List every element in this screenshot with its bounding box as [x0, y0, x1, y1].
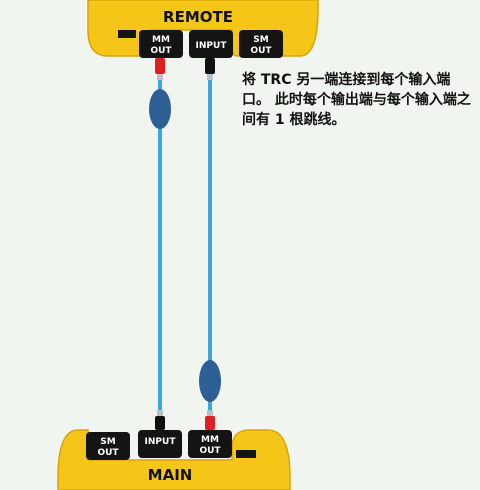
main-unit-body	[57, 429, 291, 490]
remote-unit-label: REMOTE	[163, 8, 233, 26]
remote-port-sm-out: SM OUT	[239, 30, 283, 58]
main-unit: MAIN SM OUT INPUT MM OUT	[57, 429, 291, 490]
cable-1-boot	[149, 89, 171, 129]
main-port-input-label: INPUT	[145, 437, 177, 447]
main-port-mm-out: MM OUT	[188, 430, 232, 458]
main-port-mm-out-line2: OUT	[199, 446, 221, 456]
main-side-tab	[236, 450, 256, 458]
main-port-sm-out-line1: SM	[100, 437, 115, 447]
remote-port-sm-out-line1: SM	[253, 35, 268, 45]
instruction-text: 将 TRC 另一端连接到每个输入端口。 此时每个输出端与每个输入端之间有 1 根…	[242, 72, 471, 128]
main-port-sm-out-line2: OUT	[97, 448, 119, 458]
remote-port-sm-out-line2: OUT	[250, 46, 272, 56]
remote-port-mm-out-line1: MM	[152, 35, 170, 45]
cable-2-connector-top	[205, 58, 215, 74]
main-port-mm-out-line1: MM	[201, 435, 219, 445]
remote-side-tab	[118, 30, 136, 38]
cable-2-connector-bottom	[205, 416, 215, 430]
remote-port-mm-out-line2: OUT	[150, 46, 172, 56]
jumper-cable-2	[199, 58, 221, 430]
main-unit-label: MAIN	[148, 466, 193, 484]
cable-1-connector-top	[155, 58, 165, 74]
remote-port-input-label: INPUT	[196, 41, 228, 51]
jumper-cable-1	[149, 58, 171, 430]
remote-port-input: INPUT	[189, 30, 233, 58]
cable-1-connector-bottom	[155, 416, 165, 430]
main-port-input: INPUT	[138, 430, 182, 458]
cable-2-boot	[199, 360, 221, 402]
remote-port-mm-out: MM OUT	[139, 30, 183, 58]
main-port-sm-out: SM OUT	[86, 432, 130, 460]
remote-unit: REMOTE MM OUT INPUT SM OUT	[87, 0, 319, 58]
